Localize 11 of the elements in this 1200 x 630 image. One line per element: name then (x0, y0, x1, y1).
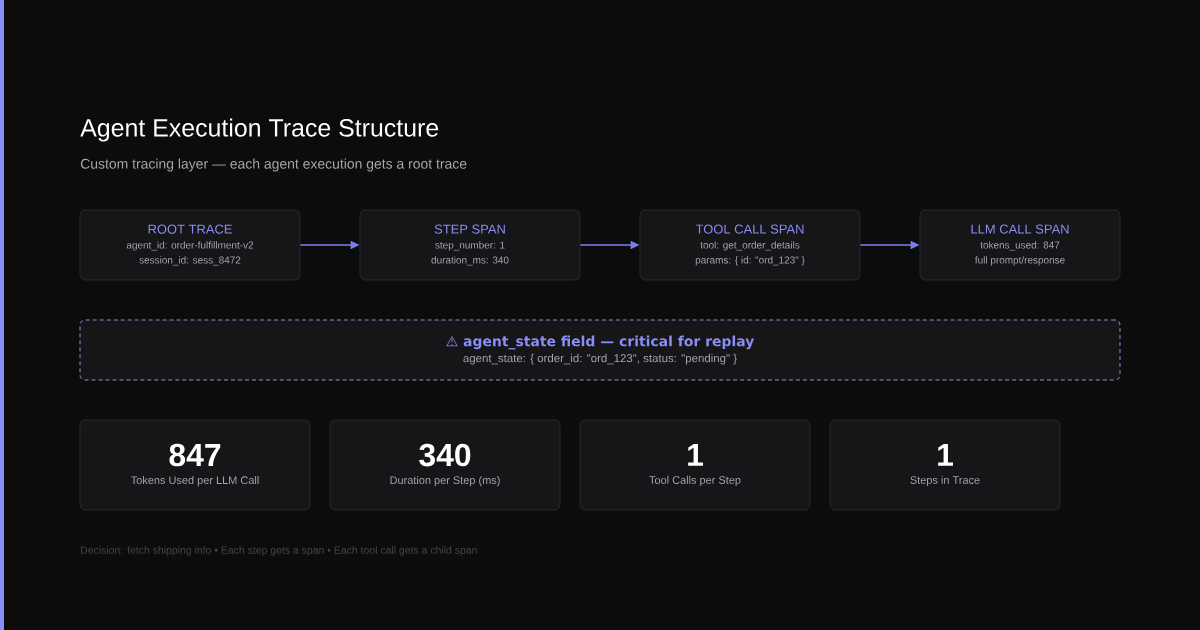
stat-card: 1 Steps in Trace (829, 419, 1061, 511)
span-box: ROOT TRACE agent_id: order-fulfillment-v2 session_id: sess_8472 (79, 209, 301, 281)
subtitle: Custom tracing layer — each agent execution gets a root trace (80, 158, 467, 172)
span-box: LLM CALL SPAN tokens_used: 847 full prompt/response (919, 209, 1121, 281)
warning-box: ⚠ agent_state field — critical for replay agent_state: { order_id: "ord_123", status: "pending" } (79, 319, 1121, 381)
stat-card: 1 Tool Calls per Step (579, 419, 811, 511)
span-box: STEP SPAN step_number: 1 duration_ms: 340 (359, 209, 581, 281)
title: Agent Execution Trace Structure (80, 118, 439, 142)
stat-card: 847 Tokens Used per LLM Call (79, 419, 311, 511)
stat-card: 340 Duration per Step (ms) (329, 419, 561, 511)
span-box: TOOL CALL SPAN tool: get_order_details params: { id: "ord_123" } (639, 209, 861, 281)
